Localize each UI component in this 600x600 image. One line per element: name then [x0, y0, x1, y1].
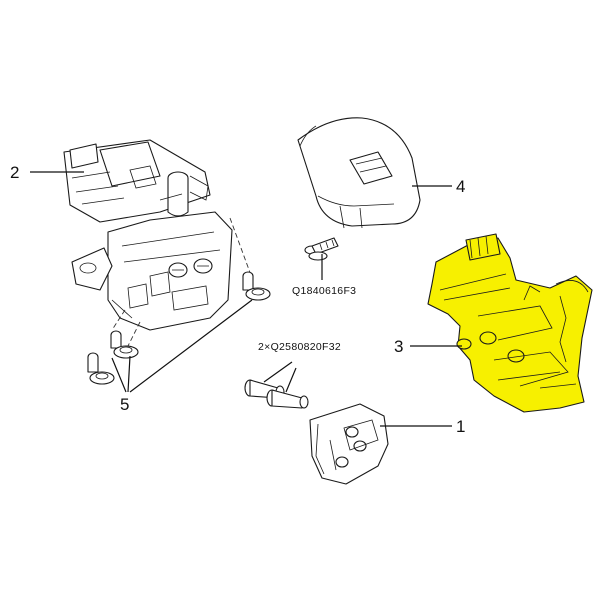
callout-2: 2 [10, 163, 19, 182]
part-4-handle-cover [297, 117, 421, 229]
leader-lines [30, 171, 462, 427]
bolt-q1840616f3 [304, 237, 339, 280]
part-5-bolt-a [110, 330, 139, 359]
callout-5: 5 [120, 395, 129, 414]
part-code-q2580820f32: 2×Q2580820F32 [258, 341, 341, 353]
part-1-striker [309, 403, 389, 485]
callout-1: 1 [456, 417, 465, 436]
callout-4: 4 [456, 177, 465, 196]
callout-3: 3 [394, 337, 403, 356]
bolt-pair-q2580820f32 [244, 361, 309, 409]
part-5-bolt-c [242, 271, 271, 301]
part-2-latch-actuator [63, 139, 211, 223]
part-code-q1840616f3: Q1840616F3 [292, 285, 356, 297]
part-3-latch-assembly-highlighted [427, 233, 593, 413]
latch-housing [71, 211, 253, 351]
part-5-bolt-b [87, 352, 115, 385]
